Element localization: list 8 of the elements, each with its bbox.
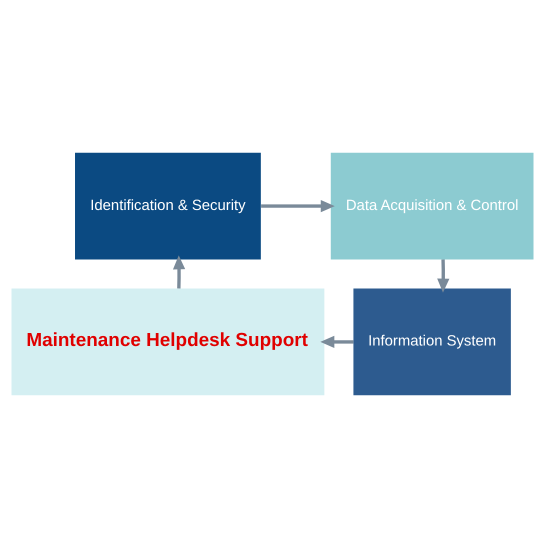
node-box: Information System — [353, 288, 511, 395]
node-box: Identification & Security — [75, 152, 261, 259]
arrow — [172, 254, 186, 288]
node-box: Maintenance Helpdesk Support — [12, 288, 324, 395]
arrow — [320, 335, 354, 348]
node-box: Data Acquisition & Control — [330, 152, 534, 259]
arrow — [437, 258, 450, 292]
arrow — [261, 199, 335, 212]
